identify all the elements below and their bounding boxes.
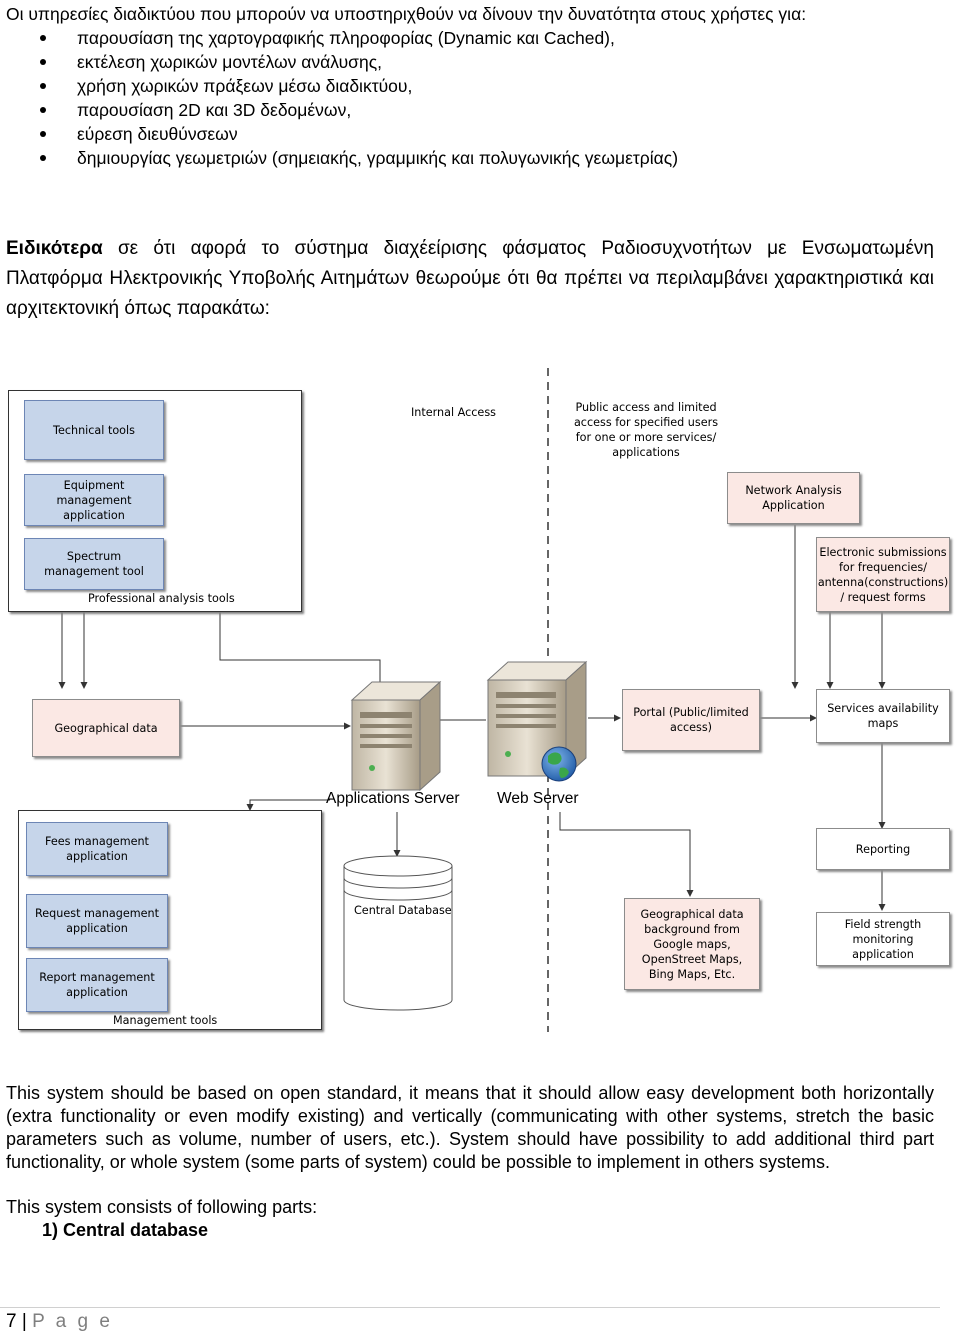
footer-rule (0, 1307, 940, 1308)
list-item: εκτέλεση χωρικών μοντέλων ανάλυσης, (40, 50, 678, 74)
page-label: P a g e (32, 1311, 113, 1332)
web-server-label: Web Server (497, 790, 579, 807)
connector-arrow (246, 799, 330, 811)
list-item: παρουσίαση της χαρτογραφικής πληροφορίας… (40, 26, 678, 50)
reporting-box: Reporting (816, 828, 950, 870)
request-management-label: Request management application (35, 907, 159, 935)
fees-management-box: Fees management application (26, 822, 168, 876)
equipment-management-box: Equipment management application (24, 474, 164, 526)
internal-access-label: Internal Access (411, 406, 496, 419)
intro-text: Οι υπηρεσίες διαδικτύου που μπορούν να υ… (6, 4, 807, 24)
geo-background-label: Geographical data background from Google… (640, 907, 744, 981)
portal-label: Portal (Public/limited access) (633, 706, 749, 734)
list-item: χρήση χωρικών πράξεων μέσω διαδικτύου, (40, 74, 678, 98)
geographical-data-box: Geographical data (32, 699, 180, 757)
equipment-management-label: Equipment management application (56, 478, 132, 522)
services-maps-box: Services availability maps (816, 689, 950, 743)
central-database-label: Central Database (354, 904, 452, 917)
part-item-1: 1) Central database (42, 1220, 209, 1240)
parts-intro: This system consists of following parts: (6, 1197, 318, 1217)
list-item: παρουσίαση 2D και 3D δεδομένων, (40, 98, 678, 122)
services-maps-label: Services availability maps (827, 702, 939, 730)
architecture-paragraph: Ειδικότερα σε ότι αφορά το σύστημα διαχέ… (6, 234, 934, 324)
field-strength-label: Field strength monitoring application (844, 917, 922, 961)
para-bold-lead: Ειδικότερα (6, 238, 103, 259)
page-number: 7 (6, 1311, 17, 1332)
technical-tools-box: Technical tools (24, 400, 164, 460)
spectrum-management-box: Spectrum management tool (24, 538, 164, 590)
management-tools-label: Management tools (113, 1014, 218, 1027)
applications-server-icon (350, 680, 442, 792)
report-management-box: Report management application (26, 958, 168, 1012)
professional-tools-label: Professional analysis tools (88, 592, 235, 605)
network-analysis-label: Network Analysis Application (745, 484, 842, 512)
portal-box: Portal (Public/limited access) (622, 689, 760, 751)
network-analysis-box: Network Analysis Application (727, 472, 860, 524)
technical-tools-label: Technical tools (53, 423, 135, 437)
report-management-label: Report management application (39, 971, 155, 999)
spectrum-management-label: Spectrum management tool (44, 550, 144, 578)
public-access-label: Public access and limited access for spe… (573, 401, 719, 459)
list-item: δημιουργίας γεωμετριών (σημειακής, γραμμ… (40, 146, 678, 170)
geographical-data-label: Geographical data (54, 721, 158, 735)
para-rest: σε ότι αφορά το σύστημα διαχέείρισης φάσ… (6, 238, 934, 319)
list-item: εύρεση διευθύνσεων (40, 122, 678, 146)
open-standard-paragraph: This system should be based on open stan… (6, 1083, 934, 1172)
footer-separator: | (16, 1311, 33, 1332)
applications-server-label: Applications Server (326, 790, 460, 807)
reporting-label: Reporting (855, 842, 911, 856)
geo-background-box: Geographical data background from Google… (624, 898, 760, 990)
services-list: παρουσίαση της χαρτογραφικής πληροφορίας… (40, 26, 678, 170)
electronic-submissions-box: Electronic submissions for frequencies/ … (816, 537, 950, 612)
request-management-box: Request management application (26, 894, 168, 948)
globe-icon (541, 746, 577, 782)
electronic-submissions-label: Electronic submissions for frequencies/ … (817, 545, 949, 604)
page-footer: 7 | P a g e (6, 1311, 113, 1333)
connector-arrow (559, 812, 694, 897)
field-strength-box: Field strength monitoring application (816, 912, 950, 966)
fees-management-label: Fees management application (45, 835, 149, 863)
database-cylinder-icon (343, 855, 453, 1011)
connector-arrow (219, 612, 384, 689)
